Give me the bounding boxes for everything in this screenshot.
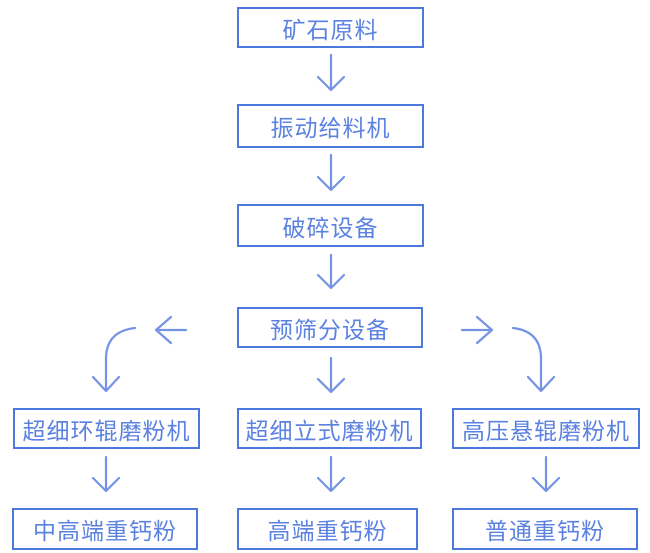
- arrow-down-icon: [316, 455, 346, 493]
- node-high-pressure-suspension-roller-mill: 高压悬辊磨粉机: [452, 408, 640, 449]
- node-high-end-heavy-calcium-powder: 高端重钙粉: [237, 508, 418, 550]
- node-ordinary-heavy-calcium-powder: 普通重钙粉: [452, 508, 638, 550]
- arrow-down-icon: [316, 153, 346, 192]
- arrow-curve-down-right-icon: [511, 326, 556, 393]
- node-ultrafine-vertical-mill: 超细立式磨粉机: [237, 408, 422, 449]
- arrow-curve-down-left-icon: [91, 326, 137, 393]
- arrow-down-icon: [316, 253, 346, 290]
- arrow-right-icon: [460, 315, 494, 345]
- node-ore-material: 矿石原料: [237, 7, 424, 48]
- node-vibrating-feeder: 振动给料机: [237, 104, 424, 148]
- arrow-down-icon: [91, 455, 121, 493]
- node-pre-screening-equipment: 预筛分设备: [237, 307, 423, 348]
- arrow-down-icon: [531, 455, 561, 493]
- arrow-down-icon: [316, 356, 346, 394]
- node-mid-high-end-heavy-calcium-powder: 中高端重钙粉: [12, 508, 198, 550]
- arrow-down-icon: [316, 53, 346, 92]
- node-crushing-equipment: 破碎设备: [237, 204, 424, 247]
- arrow-left-icon: [154, 315, 188, 345]
- node-ultrafine-ring-roller-mill: 超细环辊磨粉机: [13, 408, 200, 449]
